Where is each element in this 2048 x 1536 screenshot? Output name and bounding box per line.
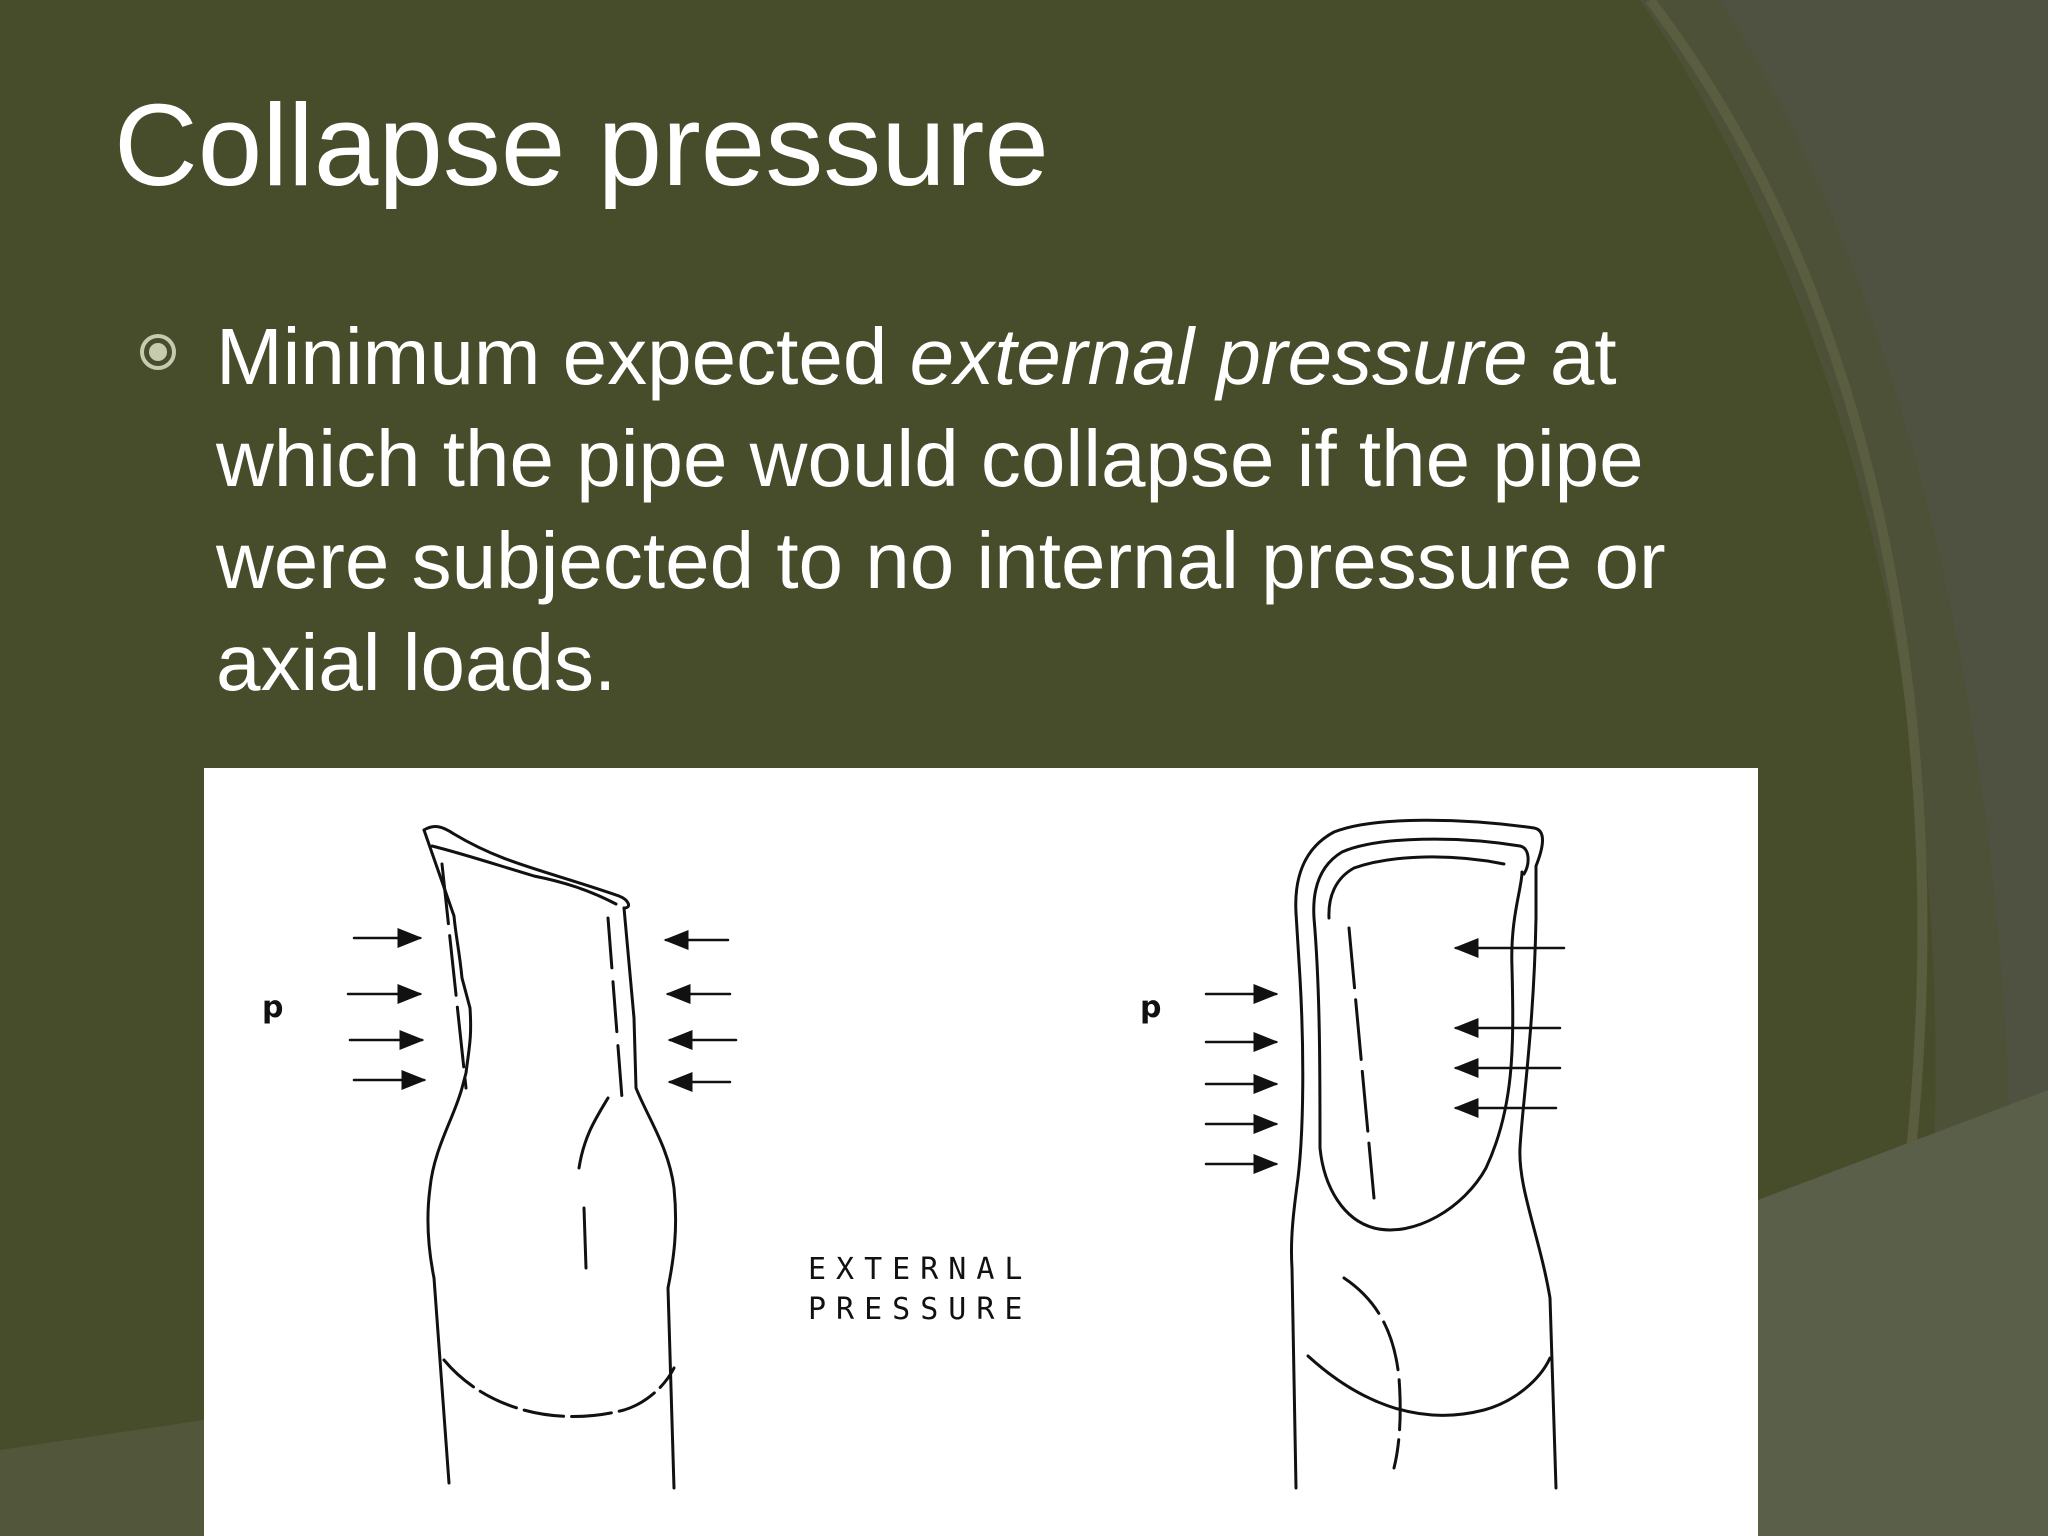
right-pipe	[1289, 818, 1558, 1490]
bullet-text-after: at	[1527, 312, 1617, 401]
right-arrows	[1204, 938, 1566, 1174]
bullet-line-4: axial loads.	[216, 618, 617, 707]
diagram-drawing	[346, 818, 1566, 1490]
caption-line-1: EXTERNAL	[808, 1252, 1033, 1287]
bullet-text-italic: external pressure	[909, 312, 1528, 401]
bullet-line-3: were subjected to no internal pressure o…	[216, 516, 1666, 605]
collapse-diagram: p p EXTERNAL PRESSURE	[204, 768, 1758, 1536]
bullet-icon	[140, 334, 176, 370]
left-pressure-label: p	[262, 990, 284, 1025]
bullet-line-2: which the pipe would collapse if the pip…	[216, 414, 1644, 503]
slide-title: Collapse pressure	[114, 80, 1049, 210]
left-arrows	[346, 928, 738, 1092]
caption-line-2: PRESSURE	[808, 1292, 1033, 1327]
bullet-line-1: Minimum expected external pressure at	[216, 306, 1816, 408]
left-pipe	[422, 825, 678, 1490]
bullet-text: Minimum expected external pressure at wh…	[216, 306, 1816, 714]
right-pressure-label: p	[1140, 990, 1162, 1025]
bullet-text-normal: Minimum expected	[216, 312, 910, 401]
